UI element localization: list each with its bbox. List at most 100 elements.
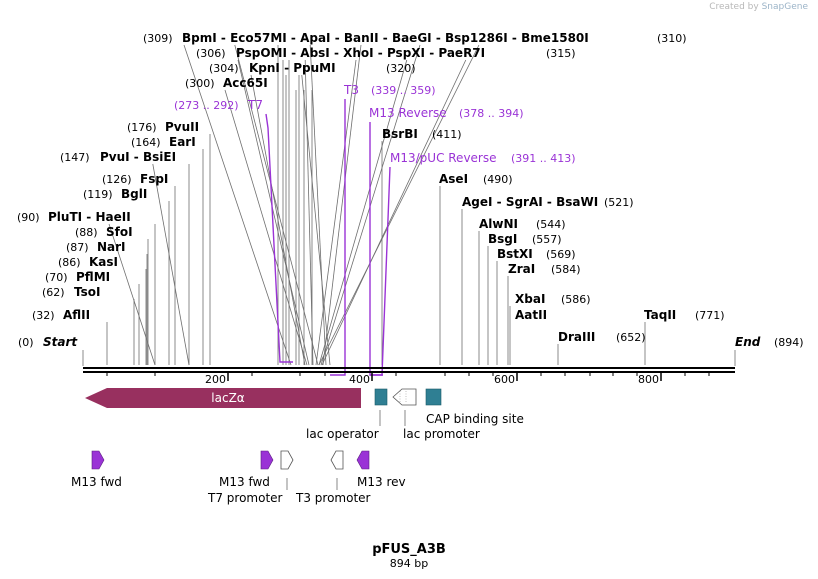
enzyme-name: EarI — [169, 135, 196, 149]
primer-bindings: T7(273 .. 292)T3(339 .. 359)M13 Reverse(… — [174, 83, 576, 376]
enzyme-label-tsoi: TsoI — [74, 285, 100, 299]
enzyme-position-left: (32) — [32, 309, 55, 322]
enzyme-position-right: (544) — [536, 218, 566, 231]
enzyme-position-right: (586) — [561, 293, 591, 306]
enzyme-separator: - — [287, 31, 300, 45]
enzyme-label-acc65i: Acc65I — [223, 76, 268, 90]
backbone-top-strand — [83, 367, 735, 369]
enzyme-name: Bsp1286I — [445, 31, 508, 45]
ruler-tick-label: 200 — [205, 373, 226, 386]
enzyme-label-fspi: FspI — [140, 172, 168, 186]
enzyme-leader-line — [224, 89, 308, 366]
enzyme-separator: - — [287, 46, 300, 60]
primer-range-t3: (339 .. 359) — [371, 84, 436, 97]
lacz-alpha-arrow — [85, 388, 361, 408]
enzyme-name: ZraI — [508, 262, 535, 276]
cap-site-label: CAP binding site — [426, 412, 524, 426]
m13-fwd-arrow-2 — [260, 450, 274, 470]
enzyme-label-bsrbi: BsrBI — [382, 127, 418, 141]
enzyme-name: PflMI — [76, 270, 110, 284]
enzyme-position-right: (584) — [551, 263, 581, 276]
enzyme-separator: - — [508, 31, 521, 45]
m13-rev-label: M13 rev — [357, 475, 406, 489]
enzyme-name: HaeII — [95, 210, 130, 224]
credit-prefix: Created by — [709, 2, 759, 12]
enzyme-separator: - — [217, 31, 230, 45]
enzyme-name: BglI — [121, 187, 147, 201]
enzyme-leader-line — [315, 59, 357, 366]
primer-label-m13-puc-reverse: M13/pUC Reverse — [390, 151, 497, 165]
enzyme-leader-line — [234, 44, 319, 366]
enzyme-name: PspXI — [387, 46, 425, 60]
enzyme-name: AlwNI — [479, 217, 518, 231]
enzyme-leader-line — [321, 59, 467, 366]
enzyme-position-right: (521) — [604, 196, 634, 209]
enzyme-position-left: (306) — [196, 47, 226, 60]
enzyme-name: TsoI — [74, 285, 100, 299]
ruler-tick-label: 600 — [494, 373, 515, 386]
primer-label-t3: T3 — [343, 83, 359, 97]
enzyme-name: PvuI — [100, 150, 130, 164]
enzyme-separator: - — [492, 195, 505, 209]
enzyme-label-agei-sgrai-bsawi: AgeI - SgrAI - BsaWI — [462, 195, 598, 209]
enzyme-name: KpnI — [249, 61, 280, 75]
enzyme-label-bsgi: BsgI — [488, 232, 517, 246]
enzyme-name: DraIII — [558, 330, 595, 344]
enzyme-name: SgrAI — [506, 195, 543, 209]
enzyme-leader-line — [183, 44, 292, 366]
enzyme-label-sfoi: SfoI — [106, 225, 133, 239]
primer-binding-t3 — [330, 99, 346, 376]
enzyme-label-nari: NarI — [97, 240, 126, 254]
enzyme-position-left: (300) — [185, 77, 215, 90]
primer-binding-m13-puc-reverse — [370, 166, 391, 376]
m13-fwd-label-2: M13 fwd — [219, 475, 270, 489]
start-position: (0) — [18, 336, 34, 349]
enzyme-name: PspOMI — [236, 46, 287, 60]
enzyme-position-left: (90) — [17, 211, 40, 224]
enzyme-labels: BpmI - Eco57MI - ApaI - BanII - BaeGI - … — [17, 31, 725, 344]
enzyme-separator: - — [280, 61, 293, 75]
enzyme-leader-line — [152, 163, 190, 366]
enzyme-label-bgli: BglI — [121, 187, 147, 201]
enzyme-label-alwni: AlwNI — [479, 217, 518, 231]
enzyme-position-right: (557) — [532, 233, 562, 246]
enzyme-name: PvuII — [165, 120, 199, 134]
enzyme-name: XbaI — [515, 292, 545, 306]
enzyme-label-pluti-haeii: PluTI - HaeII — [48, 210, 131, 224]
primer-range-m13-puc-reverse: (391 .. 413) — [511, 152, 576, 165]
enzyme-name: AgeI — [462, 195, 492, 209]
enzyme-name: Acc65I — [223, 76, 268, 90]
enzyme-label-pspomi-absi-xhoi-pspxi-paer7i: PspOMI - AbsI - XhoI - PspXI - PaeR7I — [236, 46, 485, 60]
backbone-bottom-strand — [83, 371, 735, 373]
enzyme-name: BaeGI — [392, 31, 432, 45]
plasmid-name: pFUS_A3B — [372, 542, 446, 557]
enzyme-separator: - — [374, 46, 387, 60]
enzyme-label-zrai: ZraI — [508, 262, 535, 276]
enzyme-position-right: (771) — [695, 309, 725, 322]
ruler-tick-label: 800 — [638, 373, 659, 386]
enzyme-name: XhoI — [343, 46, 374, 60]
enzyme-position-right: (490) — [483, 173, 513, 186]
enzyme-label-bstxi: BstXI — [497, 247, 533, 261]
enzyme-separator: - — [130, 150, 143, 164]
enzyme-position-right: (411) — [432, 128, 462, 141]
enzyme-position-right: (315) — [546, 47, 576, 60]
t7-promoter-arrow — [280, 450, 294, 470]
enzyme-name: KasI — [89, 255, 118, 269]
enzyme-label-draiii: DraIII — [558, 330, 595, 344]
enzyme-name: BanII — [344, 31, 379, 45]
t3-promoter-label: T3 promoter — [295, 491, 371, 505]
lac-operator-box — [374, 388, 388, 406]
enzyme-name: PluTI — [48, 210, 82, 224]
enzyme-name: BsiEI — [143, 150, 176, 164]
cap-site-box — [425, 388, 442, 406]
end-label: End — [735, 335, 761, 349]
enzyme-name: FspI — [140, 172, 168, 186]
enzyme-name: BstXI — [497, 247, 533, 261]
enzyme-position-left: (309) — [143, 32, 173, 45]
enzyme-name: Eco57MI — [230, 31, 287, 45]
enzyme-name: PaeR7I — [438, 46, 485, 60]
